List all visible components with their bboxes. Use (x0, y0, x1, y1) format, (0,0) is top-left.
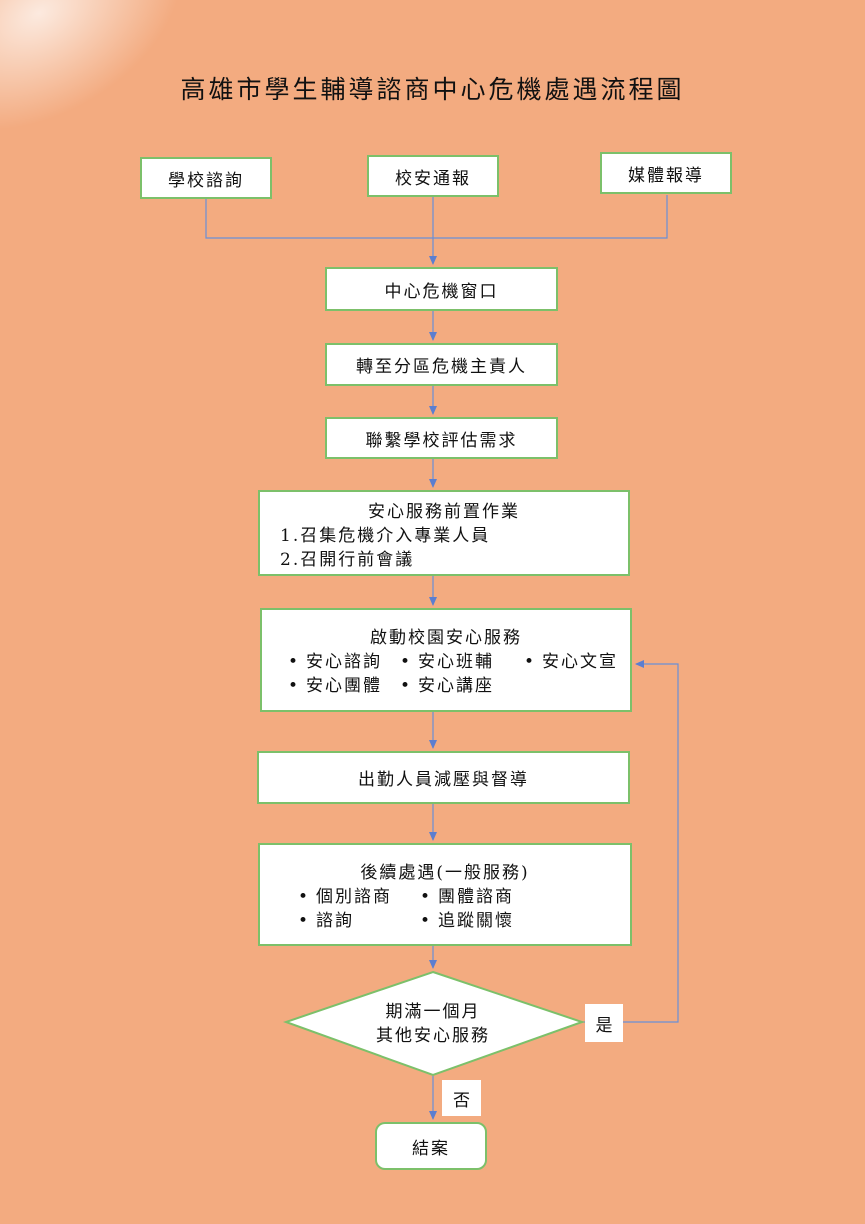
transfer-box: 轉至分區危機主責人 (325, 343, 558, 386)
source-campus-report-label: 校安通報 (395, 168, 471, 189)
transfer-label: 轉至分區危機主責人 (356, 357, 527, 377)
yes-label: 是 (585, 1004, 623, 1042)
followup-bullet-group: 團體諮商 (420, 885, 514, 909)
source-school-consult-label: 學校諮詢 (168, 170, 244, 191)
debrief-box: 出勤人員減壓與督導 (257, 751, 630, 804)
launch-bullet-leaflet: 安心文宣 (524, 650, 618, 674)
decision-line-2: 其他安心服務 (376, 1026, 490, 1046)
decision-line-1: 期滿一個月 (385, 1002, 481, 1022)
source-media-report-label: 媒體報導 (628, 165, 704, 186)
followup-heading: 後續處遇(一般服務) (360, 863, 530, 883)
prep-work-box: 安心服務前置作業 1.召集危機介入專業人員 2.召開行前會議 (258, 490, 630, 576)
launch-bullet-class: 安心班輔 (400, 650, 494, 674)
page-title: 高雄市學生輔導諮商中心危機處遇流程圖 (180, 75, 685, 104)
launch-bullet-consult: 安心諮詢 (288, 650, 382, 674)
contact-school-label: 聯繫學校評估需求 (365, 430, 518, 451)
prep-item-1: 1.召集危機介入專業人員 (280, 526, 491, 546)
decision-text: 期滿一個月 其他安心服務 (330, 1000, 536, 1048)
crisis-window-label: 中心危機窗口 (384, 281, 499, 302)
source-media-report: 媒體報導 (600, 152, 732, 194)
followup-bullet-individual: 個別諮商 (298, 885, 392, 909)
source-school-consult: 學校諮詢 (140, 157, 272, 199)
case-closed-box: 結案 (375, 1122, 487, 1170)
no-label: 否 (442, 1080, 481, 1116)
launch-service-heading: 啟動校園安心服務 (370, 628, 522, 648)
prep-item-2: 2.召開行前會議 (280, 550, 415, 570)
followup-bullet-tracking: 追蹤關懷 (420, 909, 514, 933)
launch-bullet-group: 安心團體 (288, 674, 382, 698)
followup-bullet-consult: 諮詢 (298, 909, 354, 933)
case-closed-label: 結案 (412, 1138, 450, 1159)
prep-work-heading: 安心服務前置作業 (368, 502, 520, 522)
merge-line (205, 195, 668, 239)
launch-bullet-lecture: 安心講座 (400, 674, 494, 698)
yes-loop-line (582, 660, 679, 1023)
launch-service-box: 啟動校園安心服務 安心諮詢 安心班輔 安心文宣 安心團體 安心講座 (260, 608, 632, 712)
decision-diamond (282, 970, 586, 1077)
contact-school-box: 聯繫學校評估需求 (325, 417, 558, 459)
debrief-label: 出勤人員減壓與督導 (358, 770, 529, 790)
crisis-window-box: 中心危機窗口 (325, 267, 558, 311)
source-campus-report: 校安通報 (367, 155, 499, 197)
followup-box: 後續處遇(一般服務) 個別諮商 團體諮商 諮詢 追蹤關懷 (258, 843, 632, 946)
